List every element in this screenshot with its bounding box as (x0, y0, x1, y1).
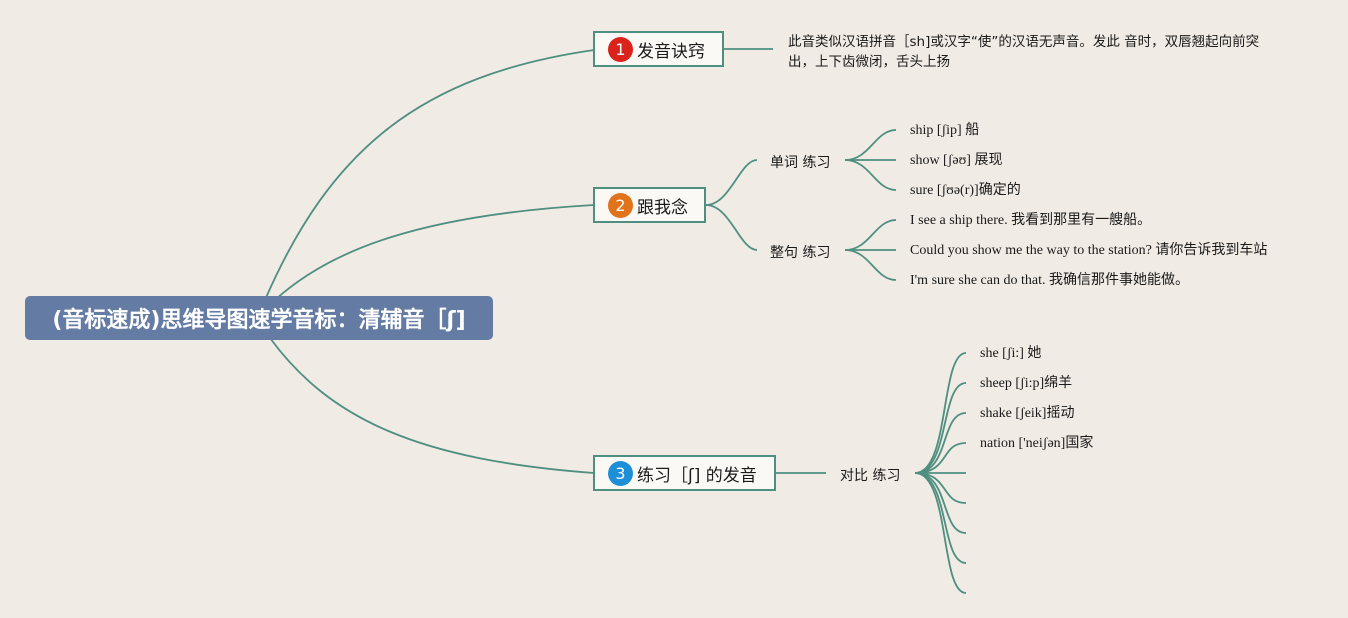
connector-root-1 (264, 49, 595, 301)
topic-practice-sound[interactable]: 3 练习［ʃ] 的发音 (593, 455, 776, 491)
topic-read-after-me[interactable]: 2 跟我念 (593, 187, 706, 223)
topic-label: 跟我念 (637, 197, 688, 218)
root-topic[interactable]: (音标速成)思维导图速学音标：清辅音［ʃ] (25, 296, 493, 340)
topic-pronunciation-tips[interactable]: 1 发音诀窍 (593, 31, 724, 67)
leaf-item[interactable]: she [ʃi:] 她 (980, 346, 1042, 361)
connector-2-g1 (705, 159, 758, 206)
topic-1-description: 此音类似汉语拼音［sh]或汉字“使”的汉语无声音。发此 音时，双唇翘起向前突出，… (788, 34, 1260, 70)
leaf-item[interactable]: show [ʃəʊ] 展现 (910, 153, 1003, 168)
connector-root-2 (274, 204, 595, 301)
number-badge-2: 2 (608, 192, 633, 218)
subtopic-word-practice[interactable]: 单词 练习 (770, 155, 831, 171)
leaf-item[interactable]: shake [ʃeik]摇动 (980, 406, 1075, 421)
leaf-item[interactable]: I'm sure she can do that. 我确信那件事她能做。 (910, 273, 1189, 288)
leaf-item[interactable]: sure [ʃʊə(r)]确定的 (910, 183, 1021, 198)
number-badge-1: 1 (608, 36, 633, 62)
leaf-item[interactable]: I see a ship there. 我看到那里有一艘船。 (910, 213, 1152, 228)
leaf-item[interactable]: Could you show me the way to the station… (910, 243, 1268, 258)
leaf-item[interactable]: sheep [ʃi:p]绵羊 (980, 376, 1073, 391)
topic-label: 练习［ʃ] 的发音 (637, 465, 757, 486)
connector-root-3 (269, 337, 595, 474)
number-badge-3: 3 (608, 460, 633, 486)
topic-label: 发音诀窍 (637, 41, 705, 62)
leaf-item[interactable]: ship [ʃip] 船 (910, 123, 980, 138)
connector-2-g2 (705, 204, 758, 251)
subtopic-sentence-practice[interactable]: 整句 练习 (770, 245, 831, 261)
subtopic-contrast-practice[interactable]: 对比 练习 (840, 468, 901, 484)
root-title: (音标速成)思维导图速学音标：清辅音［ʃ] (52, 308, 466, 333)
leaf-item[interactable]: nation ['neiʃən]国家 (980, 436, 1094, 451)
